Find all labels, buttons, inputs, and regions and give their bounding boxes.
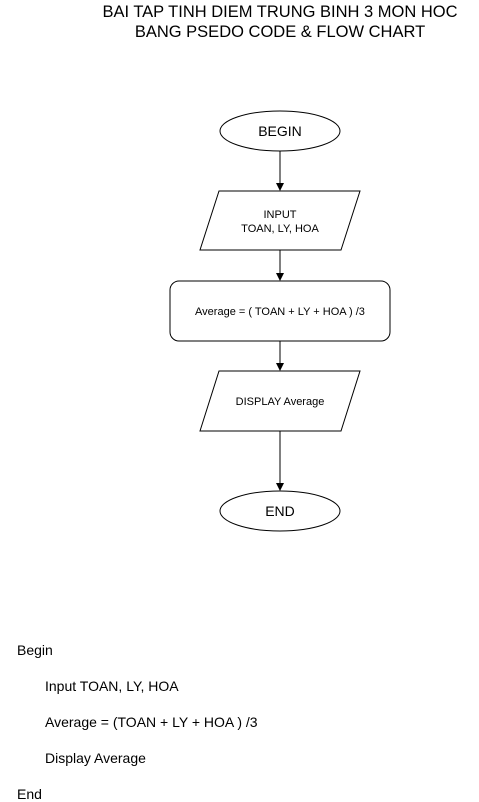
pseudocode-begin: Begin — [17, 642, 53, 658]
pseudocode-display: Display Average — [45, 750, 146, 766]
input-node: INPUT TOAN, LY, HOA — [199, 190, 361, 251]
end-node: END — [219, 490, 341, 532]
display-node: DISPLAY Average — [199, 370, 361, 432]
process-label: Average = ( TOAN + LY + HOA ) /3 — [195, 306, 365, 318]
end-label: END — [265, 503, 295, 519]
process-node: Average = ( TOAN + LY + HOA ) /3 — [169, 280, 391, 342]
input-label-line-1: INPUT — [264, 209, 297, 221]
display-label: DISPLAY Average — [236, 396, 325, 408]
input-label-line-2: TOAN, LY, HOA — [241, 223, 319, 235]
flowchart: BEGIN INPUT TOAN, LY, HOA Average = ( TO… — [169, 110, 391, 532]
title-line-2: BANG PSEDO CODE & FLOW CHART — [134, 23, 426, 41]
begin-label: BEGIN — [258, 123, 302, 139]
pseudocode-input: Input TOAN, LY, HOA — [45, 678, 179, 694]
pseudocode-end: End — [17, 786, 42, 802]
begin-node: BEGIN — [219, 110, 341, 152]
title-line-1: BAI TAP TINH DIEM TRUNG BINH 3 MON HOC — [102, 3, 458, 21]
pseudocode-average: Average = (TOAN + LY + HOA ) /3 — [45, 714, 258, 730]
